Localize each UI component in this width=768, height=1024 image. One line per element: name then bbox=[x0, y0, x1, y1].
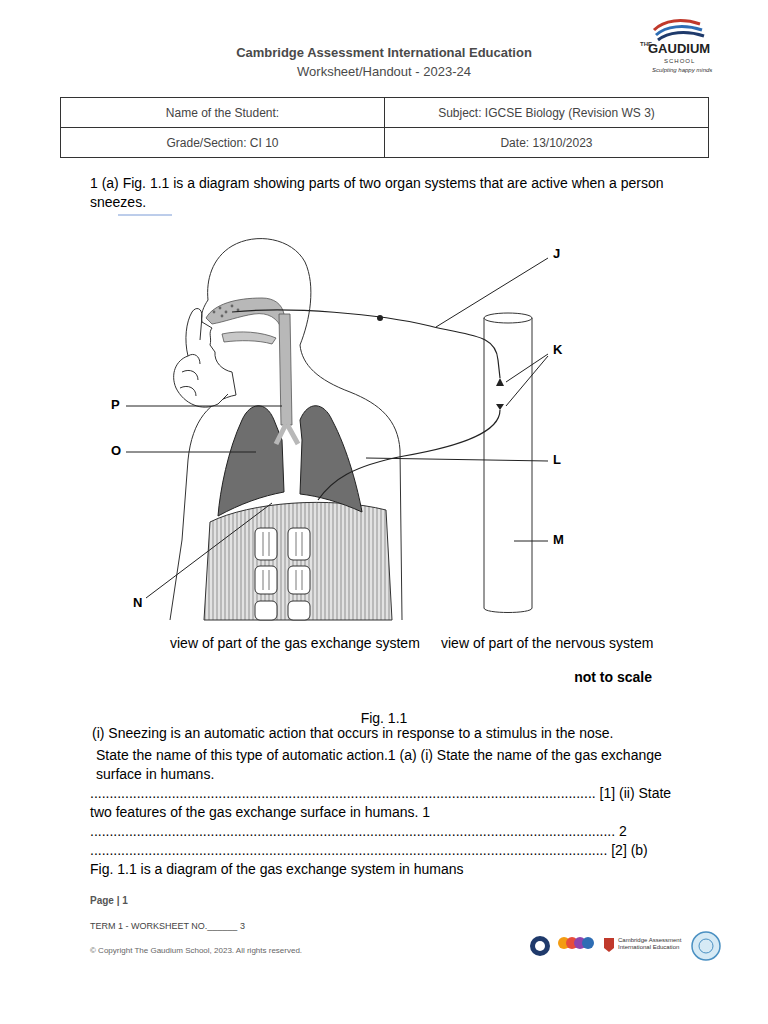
answer-line: ........................................… bbox=[90, 822, 627, 840]
muscle-line bbox=[269, 570, 270, 590]
nasal-cavity bbox=[206, 298, 288, 330]
bronchus bbox=[276, 424, 298, 444]
muscle-line bbox=[263, 570, 264, 590]
synapse bbox=[496, 404, 504, 410]
leader-line bbox=[126, 406, 282, 407]
question-text: Fig. 1.1 is a diagram of the gas exchang… bbox=[90, 860, 464, 878]
header-title: Cambridge Assessment International Educa… bbox=[184, 45, 584, 61]
motor-neurone bbox=[318, 410, 500, 500]
school-seal-ring bbox=[699, 939, 713, 953]
logo-text: Cambridge Assessment International Educa… bbox=[618, 937, 688, 951]
dot bbox=[225, 311, 228, 314]
muscle-lines bbox=[263, 532, 302, 590]
leader-line bbox=[506, 354, 548, 382]
view-caption: view of part of the gas exchange system bbox=[170, 634, 420, 652]
muscle-block bbox=[288, 566, 310, 594]
cell-text: Name of the Student: bbox=[166, 106, 279, 120]
part-label: L bbox=[553, 452, 561, 468]
mouth-cavity bbox=[222, 332, 276, 344]
lung bbox=[300, 406, 362, 512]
muscle-line bbox=[296, 532, 297, 556]
copyright-text: © Copyright The Gaudium School, 2023. Al… bbox=[90, 946, 302, 956]
view-caption: view of part of the nervous system bbox=[441, 634, 653, 652]
cell-text: Date: 13/10/2023 bbox=[500, 136, 592, 150]
body-outline bbox=[201, 239, 402, 620]
table-cell: Date: 13/10/2023 bbox=[384, 127, 709, 158]
leader-line bbox=[436, 258, 548, 327]
part-label: O bbox=[111, 443, 121, 459]
leader-line bbox=[146, 503, 272, 598]
muscle-line bbox=[263, 532, 264, 556]
muscle-block bbox=[288, 528, 310, 560]
header-subtitle: Worksheet/Handout - 2023-24 bbox=[184, 64, 584, 80]
sensory-neurone bbox=[232, 310, 500, 378]
page-number: Page | 1 bbox=[90, 894, 128, 907]
logo-text: SCHOOL bbox=[664, 57, 695, 65]
synapse bbox=[496, 378, 504, 386]
logo-circle bbox=[582, 937, 594, 949]
scale-note: not to scale bbox=[540, 668, 652, 686]
cell-body bbox=[377, 315, 383, 321]
leader-line bbox=[514, 541, 548, 542]
underline bbox=[118, 215, 172, 216]
part-label: P bbox=[111, 397, 120, 413]
dot bbox=[219, 307, 222, 310]
cell-text: Grade/Section: CI 10 bbox=[166, 136, 278, 150]
spinal-cord bbox=[484, 318, 532, 613]
part-label: N bbox=[133, 595, 142, 611]
answer-line: ........................................… bbox=[90, 841, 648, 859]
muscle-block bbox=[255, 528, 277, 560]
muscle-line bbox=[296, 570, 297, 590]
six-pack bbox=[255, 528, 310, 620]
trachea bbox=[279, 314, 292, 425]
spinal-cord-top bbox=[484, 313, 532, 323]
part-label: J bbox=[553, 246, 560, 262]
muscle-line bbox=[269, 532, 270, 556]
muscle-block bbox=[288, 601, 310, 620]
part-label: M bbox=[553, 532, 564, 548]
dot bbox=[213, 311, 216, 314]
question-text: two features of the gas exchange surface… bbox=[90, 803, 430, 821]
muscle-block bbox=[255, 601, 277, 620]
figure-caption: Fig. 1.1 bbox=[334, 709, 434, 727]
muscle-block bbox=[255, 566, 277, 594]
abdominal-muscle bbox=[204, 502, 392, 620]
ib-logo-inner bbox=[535, 941, 545, 951]
dot bbox=[231, 305, 234, 308]
logo-name: GAUDIUM bbox=[648, 41, 710, 57]
school-seal bbox=[692, 932, 720, 960]
leader-line bbox=[506, 356, 548, 406]
leader-line bbox=[126, 452, 256, 453]
question-text: (i) Sneezing is an automatic action that… bbox=[92, 724, 732, 743]
footer-text: TERM 1 - WORKSHEET NO.______ 3 bbox=[90, 921, 245, 932]
nasal-dots bbox=[213, 305, 240, 318]
muscle-line bbox=[302, 570, 303, 590]
muscle-line bbox=[302, 532, 303, 556]
question-text: 1 (a) Fig. 1.1 is a diagram showing part… bbox=[90, 174, 690, 212]
logo-stripe bbox=[658, 33, 704, 40]
leader-lines bbox=[126, 258, 548, 598]
cambridge-shield bbox=[604, 938, 614, 952]
table-cell: Name of the Student: bbox=[60, 97, 385, 128]
cell-text: Subject: IGCSE Biology (Revision WS 3) bbox=[438, 106, 655, 120]
ib-logo bbox=[530, 936, 550, 956]
dot bbox=[221, 315, 224, 318]
logo-tagline: Sculpting happy minds bbox=[652, 66, 712, 74]
question-text: State the name of this type of automatic… bbox=[96, 746, 676, 784]
finger bbox=[192, 309, 202, 340]
leader-line bbox=[366, 458, 548, 461]
answer-line: ........................................… bbox=[90, 784, 671, 802]
part-label: K bbox=[553, 342, 562, 358]
table-cell: Subject: IGCSE Biology (Revision WS 3) bbox=[384, 97, 709, 128]
table-cell: Grade/Section: CI 10 bbox=[60, 127, 385, 158]
lung bbox=[218, 406, 284, 516]
